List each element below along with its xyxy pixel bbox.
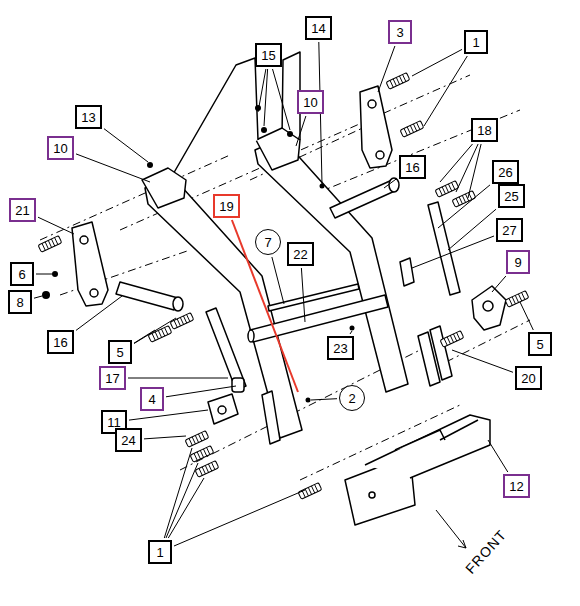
leader-line: [301, 268, 305, 322]
leader-line: [166, 463, 198, 538]
leader-line: [468, 144, 481, 198]
callout-number: 18: [471, 118, 498, 142]
callout-text: 15: [261, 48, 275, 63]
leader-line: [452, 350, 513, 372]
callout-circle: 2: [339, 385, 365, 411]
callout-text: 26: [498, 165, 512, 180]
callout-number: 16: [399, 155, 426, 179]
leader-line: [128, 378, 228, 379]
callout-number: 10: [47, 136, 74, 160]
callout-text: 12: [509, 479, 523, 494]
callout-text: 25: [504, 189, 518, 204]
leader-line: [412, 236, 494, 268]
leader-line: [440, 144, 473, 182]
callout-text: 20: [521, 371, 535, 386]
callout-text: 16: [53, 335, 67, 350]
callout-text: 8: [16, 295, 23, 310]
callout-number: 1: [148, 540, 172, 564]
callout-number: 8: [8, 290, 32, 314]
callout-text: 2: [348, 391, 355, 406]
callout-number: 15: [255, 43, 282, 67]
callout-number: 13: [75, 105, 102, 129]
leader-line: [412, 49, 462, 76]
callout-text: 1: [156, 545, 163, 560]
callout-number: 19: [213, 194, 240, 218]
callout-number: 16: [47, 330, 74, 354]
leader-line: [384, 178, 397, 188]
callout-text: 27: [502, 223, 516, 238]
callout-text: 13: [81, 110, 95, 125]
leader-line: [258, 69, 266, 112]
leader-line: [272, 257, 284, 304]
callout-number: 25: [498, 184, 525, 208]
callout-text: 10: [53, 141, 67, 156]
leader-line: [378, 46, 395, 92]
leader-line: [492, 276, 506, 292]
callout-number: 20: [515, 366, 542, 390]
callout-number: 24: [115, 428, 142, 452]
leader-line: [448, 209, 496, 250]
callout-text: 4: [148, 392, 155, 407]
callout-number: 22: [287, 242, 314, 266]
callout-number: 5: [528, 332, 552, 356]
direction-label: FRONT: [462, 526, 510, 576]
callout-number: 10: [297, 90, 324, 114]
leader-line: [104, 129, 148, 162]
leader-line: [168, 478, 204, 538]
leader-line: [76, 154, 150, 182]
callout-text: 5: [536, 337, 543, 352]
callout-number: 17: [99, 366, 126, 390]
leader-line: [76, 296, 122, 330]
callout-text: 17: [105, 371, 119, 386]
callout-number: 4: [140, 387, 164, 411]
callout-text: 23: [333, 341, 347, 356]
callout-text: 3: [396, 25, 403, 40]
callout-text: 16: [405, 160, 419, 175]
callout-number: 9: [506, 250, 530, 274]
callout-number: 12: [503, 474, 530, 498]
callout-number: 1: [464, 30, 488, 54]
leader-line: [38, 217, 74, 234]
leader-line: [424, 56, 467, 126]
leader-line: [144, 436, 186, 439]
leader-line: [273, 69, 291, 130]
leader-line: [166, 386, 236, 397]
callout-number: 5: [108, 340, 132, 364]
callout-number: 26: [492, 160, 519, 184]
callout-text: 10: [303, 95, 317, 110]
callout-text: 22: [293, 247, 307, 262]
leader-line: [311, 399, 337, 400]
callout-number: 27: [496, 218, 523, 242]
leader-line: [350, 331, 352, 334]
callout-number: 3: [388, 20, 412, 44]
leader-line: [164, 448, 192, 538]
callout-text: 19: [219, 199, 233, 214]
callout-text: 21: [15, 203, 29, 218]
callout-circle: 7: [255, 229, 281, 255]
leader-line: [520, 302, 533, 330]
callout-text: 18: [477, 123, 491, 138]
leader-line: [129, 410, 208, 420]
leader-line: [264, 69, 268, 126]
callout-number: 21: [9, 198, 36, 222]
leader-line: [134, 318, 176, 344]
leader-line: [36, 274, 52, 275]
leader-line: [296, 116, 306, 146]
callout-text: 14: [311, 21, 325, 36]
callout-text: 7: [264, 235, 271, 250]
leader-line: [488, 440, 508, 472]
callout-text: 6: [18, 267, 25, 282]
leader-line: [34, 296, 42, 298]
callout-number: 14: [305, 16, 332, 40]
callout-number: 23: [327, 336, 354, 360]
callout-text: 5: [116, 345, 123, 360]
callout-text: 9: [514, 255, 521, 270]
callout-number: 6: [10, 262, 34, 286]
callout-text: 24: [121, 433, 135, 448]
leader-line: [174, 490, 305, 546]
callout-text: 1: [472, 35, 479, 50]
